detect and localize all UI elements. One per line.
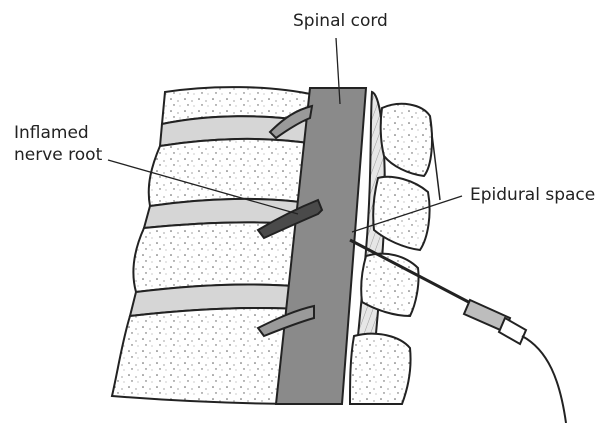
label-epidural-space: Epidural space <box>470 185 595 205</box>
syringe-barrel <box>499 318 526 344</box>
vertebral-body-3 <box>133 222 315 292</box>
lamina-1 <box>381 104 432 176</box>
vertebral-body-2 <box>149 139 315 206</box>
outer-contour <box>430 118 440 200</box>
catheter-tube <box>522 336 566 423</box>
label-inflamed-line2: nerve root <box>14 145 103 165</box>
lamina-3 <box>361 254 418 316</box>
label-inflamed-line1: Inflamed <box>14 123 89 143</box>
label-spinal-cord: Spinal cord <box>293 11 388 31</box>
lamina-4 <box>350 334 411 404</box>
